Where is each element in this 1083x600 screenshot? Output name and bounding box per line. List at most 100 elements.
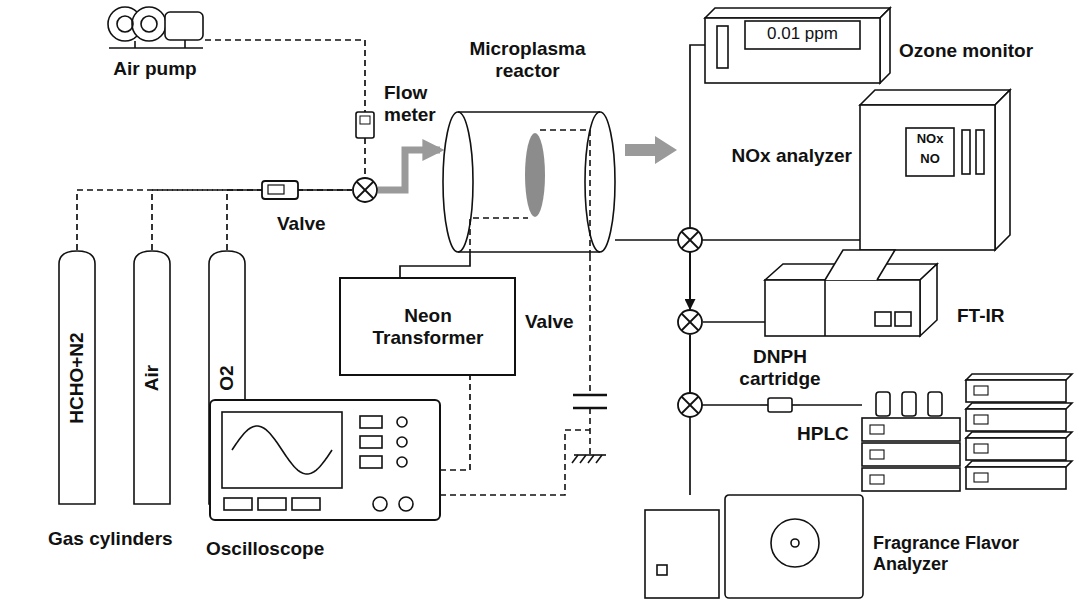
hplc-module <box>966 409 1066 431</box>
hplc-panel <box>974 386 988 395</box>
valve-symbol <box>682 397 699 414</box>
electrode-wire <box>589 255 591 395</box>
ozone-monitor: 0.01 ppmOzone monitor <box>705 8 890 83</box>
scope-screen <box>222 412 342 488</box>
hplc-module <box>966 438 1066 460</box>
ft-ir-spectrometer-outline <box>765 250 950 338</box>
scope-body <box>210 400 440 520</box>
valve-symbol <box>357 182 374 199</box>
line <box>690 45 705 309</box>
analyzer-display <box>906 128 954 176</box>
air-pump-outline <box>105 2 205 54</box>
ozone-monitor-label: 0.01 ppm <box>747 24 858 44</box>
scope-button <box>224 498 252 510</box>
pump-motor <box>165 12 203 40</box>
valve-outline <box>677 309 703 335</box>
gas-line <box>440 375 470 470</box>
reactor-end <box>443 112 473 252</box>
cartridge-stub <box>760 404 768 406</box>
ftir-case <box>920 264 937 336</box>
pump-base <box>134 41 136 48</box>
scope-button <box>360 436 382 448</box>
scope-knob <box>397 437 407 447</box>
monitor-case <box>880 8 890 83</box>
analyzer-slot <box>976 130 984 174</box>
hplc-module <box>966 461 1072 467</box>
sine-trace <box>232 426 332 474</box>
dnph-cartridge-label: DNPH cartridge <box>730 346 830 390</box>
valve-symbol <box>353 178 377 202</box>
ft-ir-spectrometer: FT-IR <box>765 250 950 338</box>
hplc-panel <box>870 425 884 434</box>
hplc-module <box>862 418 960 441</box>
valve-symbol <box>682 314 699 331</box>
gas-cylinder-label: O2 <box>216 365 238 390</box>
analyzer-case <box>860 105 995 250</box>
scope-button <box>360 416 382 428</box>
gas-line <box>364 138 366 177</box>
monitor-case <box>705 18 880 83</box>
microplasma-reactor-outline <box>440 100 615 255</box>
valve-label: Valve <box>525 311 585 333</box>
sample-port <box>771 519 819 567</box>
group-label: Gas cylinders <box>48 528 173 550</box>
hplc-module <box>966 432 1072 438</box>
oscilloscope-outline <box>210 400 440 520</box>
gas-cylinder: HCHO+N2 <box>58 250 96 505</box>
air-pump: Air pump <box>105 2 205 54</box>
ground-symbol <box>572 455 578 463</box>
pump-base <box>109 47 203 49</box>
electrode <box>540 130 590 255</box>
hplc-panel <box>974 415 988 424</box>
ftir-lid <box>825 250 895 280</box>
cylinder-body <box>59 251 95 504</box>
flow-meter-outline <box>356 112 374 138</box>
valve-label: Valve <box>277 213 337 235</box>
ftir-button <box>875 312 891 326</box>
hplc-module <box>966 403 1072 409</box>
hplc-label: HPLC <box>797 423 857 445</box>
nox-analyzer: NOxNONOx analyzer <box>860 90 1010 250</box>
pump-base <box>184 40 186 48</box>
gas-cylinder-label: HCHO+N2 <box>66 332 88 423</box>
plasma-zone <box>525 133 545 217</box>
analyzer-unit <box>645 510 719 598</box>
gas-line <box>152 190 352 250</box>
mass-flow-controller <box>262 181 298 199</box>
sample-port <box>791 539 799 547</box>
valve: Valve <box>352 177 378 203</box>
valve-symbol <box>678 393 702 417</box>
fragrance-flavor-analyzer-outline <box>645 495 865 598</box>
hplc-panel <box>870 475 884 484</box>
flow-meter: Flow meter <box>356 112 374 138</box>
neon-transformer: Neon Transformer <box>340 278 515 375</box>
ftir-case <box>824 280 826 336</box>
valve-symbol <box>682 232 699 249</box>
hplc-panel <box>870 450 884 459</box>
microplasma-reactor-label: Microplasma reactor <box>440 38 615 82</box>
analyzer-slot <box>962 130 970 174</box>
neon-transformer-outline <box>340 278 515 375</box>
solvent-bottle <box>928 392 942 416</box>
hplc-panel <box>974 473 988 482</box>
oscilloscope: Oscilloscope <box>210 400 440 520</box>
scope-button <box>258 498 286 510</box>
analyzer-button <box>657 565 667 575</box>
electrode <box>470 218 528 255</box>
monitor-display <box>745 21 860 49</box>
valve-symbol <box>682 314 699 331</box>
line <box>800 404 862 406</box>
cartridge-stub <box>792 404 800 406</box>
reactor-wall <box>458 251 600 253</box>
gas-flow-arrow <box>378 150 440 190</box>
nox-analyzer-outline <box>860 90 1010 250</box>
transformer-box <box>340 278 515 375</box>
reactor-wall <box>458 111 600 113</box>
analyzer-unit <box>725 495 863 598</box>
ftir-case <box>765 280 920 336</box>
cylinder-body <box>134 251 170 504</box>
cartridge-body <box>768 398 792 412</box>
solvent-bottle <box>876 392 890 416</box>
monitor-case <box>705 8 890 18</box>
solvent-bottle <box>902 392 916 416</box>
